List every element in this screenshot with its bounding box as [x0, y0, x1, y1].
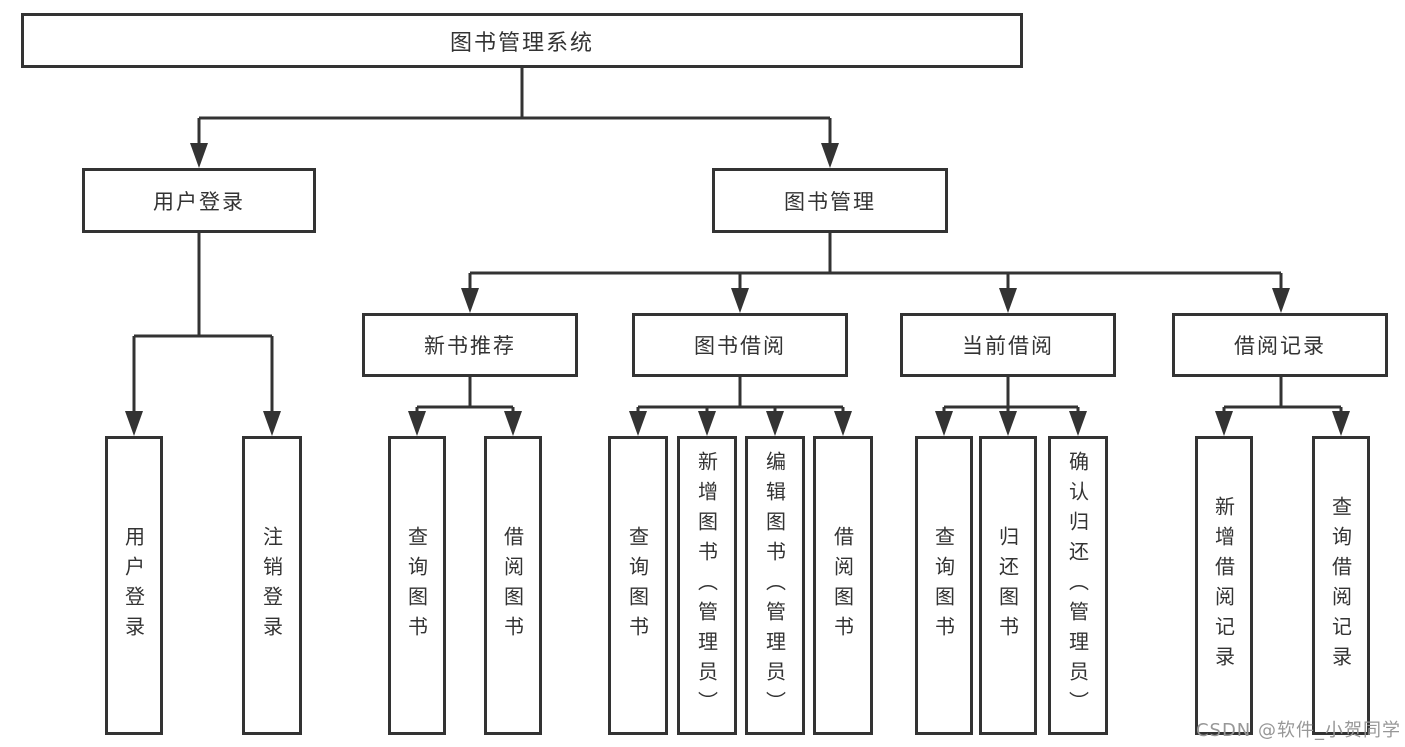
leaf-add-book-admin: 新增图书（管理员） — [677, 436, 737, 735]
leaf-add-book-admin-label: 新增图书（管理员） — [694, 450, 719, 721]
leaf-recommend-borrow-books: 借阅图书 — [484, 436, 542, 735]
node-root-system: 图书管理系统 — [21, 13, 1023, 68]
leaf-borrow-query-books-label: 查询图书 — [625, 525, 650, 646]
node-book-borrow-label: 图书借阅 — [694, 334, 786, 358]
leaf-logout: 注销登录 — [242, 436, 302, 735]
node-borrow-records-label: 借阅记录 — [1234, 334, 1326, 358]
node-book-management: 图书管理 — [712, 168, 948, 233]
node-current-borrow: 当前借阅 — [900, 313, 1116, 377]
arrowheads — [125, 143, 1350, 436]
leaf-query-borrow-record-label: 查询借阅记录 — [1328, 495, 1353, 676]
leaf-borrow-books: 借阅图书 — [813, 436, 873, 735]
leaf-recommend-query-books: 查询图书 — [388, 436, 446, 735]
leaf-current-query-books-label: 查询图书 — [931, 525, 956, 646]
csdn-watermark-text: CSDN @软件_小贺同学 — [1195, 720, 1401, 741]
node-new-book-recommend-label: 新书推荐 — [424, 334, 516, 358]
leaf-logout-label: 注销登录 — [259, 525, 284, 646]
node-book-borrow: 图书借阅 — [632, 313, 848, 377]
leaf-return-book-label: 归还图书 — [995, 525, 1020, 646]
leaf-add-borrow-record-label: 新增借阅记录 — [1211, 495, 1236, 676]
csdn-watermark: CSDN @软件_小贺同学 — [1196, 716, 1401, 742]
leaf-borrow-books-label: 借阅图书 — [830, 525, 855, 646]
leaf-recommend-query-books-label: 查询图书 — [404, 525, 429, 646]
leaf-edit-book-admin-label: 编辑图书（管理员） — [762, 450, 787, 721]
leaf-current-query-books: 查询图书 — [915, 436, 973, 735]
node-borrow-records: 借阅记录 — [1172, 313, 1388, 377]
leaf-confirm-return-admin-label: 确认归还（管理员） — [1065, 450, 1090, 721]
leaf-add-borrow-record: 新增借阅记录 — [1195, 436, 1253, 735]
leaf-confirm-return-admin: 确认归还（管理员） — [1048, 436, 1108, 735]
node-current-borrow-label: 当前借阅 — [962, 334, 1054, 358]
leaf-borrow-query-books: 查询图书 — [608, 436, 668, 735]
node-user-login: 用户登录 — [82, 168, 316, 233]
leaf-edit-book-admin: 编辑图书（管理员） — [745, 436, 805, 735]
leaf-user-login-label: 用户登录 — [121, 525, 146, 646]
leaf-user-login: 用户登录 — [105, 436, 163, 735]
node-root-label: 图书管理系统 — [449, 30, 594, 56]
leaf-recommend-borrow-books-label: 借阅图书 — [500, 525, 525, 646]
leaf-query-borrow-record: 查询借阅记录 — [1312, 436, 1370, 735]
node-book-management-label: 图书管理 — [784, 189, 876, 214]
leaf-return-book: 归还图书 — [979, 436, 1037, 735]
node-new-book-recommend: 新书推荐 — [362, 313, 578, 377]
node-user-login-label: 用户登录 — [153, 189, 245, 214]
